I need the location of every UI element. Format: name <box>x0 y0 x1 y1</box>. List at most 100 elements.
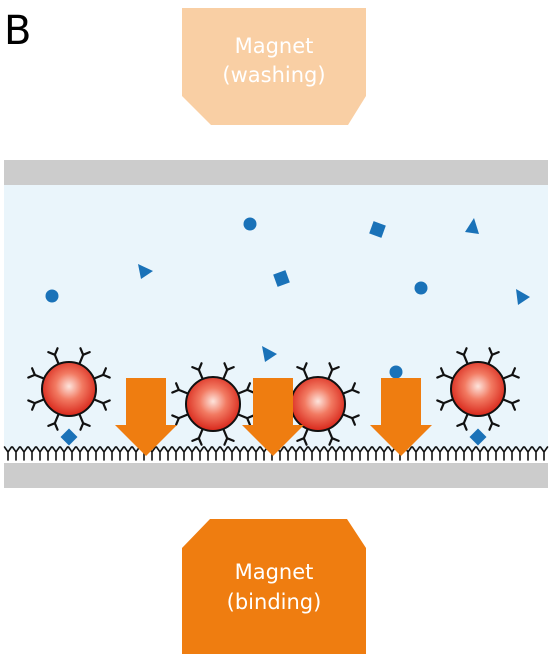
y-antibody-icon <box>291 446 301 461</box>
y-antibody-icon <box>155 446 165 461</box>
circle-analyte-icon <box>45 289 59 303</box>
y-antibody-icon <box>236 382 255 395</box>
bead-core <box>290 376 346 432</box>
y-antibody-icon <box>296 362 309 381</box>
y-antibody-icon <box>83 446 93 461</box>
y-antibody-icon <box>363 446 373 461</box>
y-antibody-icon <box>523 446 533 461</box>
y-antibody-icon <box>222 427 235 446</box>
y-antibody-icon <box>92 398 111 411</box>
y-antibody-icon <box>27 367 46 380</box>
magnetic-bead-icon <box>27 347 111 431</box>
y-antibody-icon <box>436 398 455 411</box>
y-antibody-icon <box>327 427 340 446</box>
y-antibody-icon <box>27 398 46 411</box>
y-antibody-icon <box>456 412 469 431</box>
y-antibody-icon <box>341 382 360 395</box>
y-antibody-icon <box>347 446 357 461</box>
y-antibody-icon <box>339 446 349 461</box>
panel-label: B <box>4 8 31 54</box>
y-antibody-icon <box>211 446 221 461</box>
surface-antibody-layer <box>3 446 549 461</box>
square-analyte-icon <box>469 428 487 446</box>
square-analyte-icon <box>369 221 386 238</box>
y-antibody-icon <box>19 446 29 461</box>
y-antibody-icon <box>483 446 493 461</box>
y-antibody-icon <box>171 446 181 461</box>
y-antibody-icon <box>203 446 213 461</box>
y-antibody-icon <box>323 446 333 461</box>
y-antibody-icon <box>327 362 340 381</box>
circle-analyte-icon <box>414 281 428 295</box>
down-arrow-icon <box>370 378 432 456</box>
y-antibody-icon <box>195 446 205 461</box>
y-antibody-icon <box>451 446 461 461</box>
y-antibody-icon <box>539 446 549 461</box>
y-antibody-icon <box>243 446 253 461</box>
free-analytes <box>45 217 530 379</box>
channel-bottom-wall <box>4 463 548 488</box>
square-analyte-icon <box>273 270 290 287</box>
y-antibody-icon <box>296 427 309 446</box>
square-analyte-icon <box>60 428 78 446</box>
y-antibody-icon <box>179 446 189 461</box>
channel-top-wall <box>4 160 548 185</box>
y-antibody-icon <box>379 446 389 461</box>
y-antibody-icon <box>475 446 485 461</box>
y-antibody-icon <box>222 362 235 381</box>
y-antibody-icon <box>487 412 500 431</box>
y-antibody-icon <box>35 446 45 461</box>
y-antibody-icon <box>501 367 520 380</box>
y-antibody-icon <box>78 412 91 431</box>
y-antibody-icon <box>236 413 255 426</box>
bead-core <box>450 361 506 417</box>
y-antibody-icon <box>531 446 541 461</box>
y-antibody-icon <box>435 446 445 461</box>
y-antibody-icon <box>331 446 341 461</box>
y-antibody-icon <box>443 446 453 461</box>
y-antibody-icon <box>187 446 197 461</box>
circle-analyte-icon <box>243 217 257 231</box>
y-antibody-icon <box>107 446 117 461</box>
y-antibody-icon <box>419 446 429 461</box>
down-arrow-icon <box>242 378 304 456</box>
y-antibody-icon <box>235 446 245 461</box>
y-antibody-icon <box>47 347 60 366</box>
y-antibody-icon <box>99 446 109 461</box>
y-antibody-icon <box>507 446 517 461</box>
y-antibody-icon <box>227 446 237 461</box>
magnetic-bead-icon <box>436 347 520 431</box>
y-antibody-icon <box>171 382 190 395</box>
triangle-analyte-icon <box>465 218 479 234</box>
y-antibody-icon <box>11 446 21 461</box>
y-antibody-icon <box>3 446 13 461</box>
y-antibody-icon <box>131 446 141 461</box>
y-antibody-icon <box>499 446 509 461</box>
y-antibody-icon <box>43 446 53 461</box>
bound-analytes <box>60 428 487 446</box>
y-antibody-icon <box>251 446 261 461</box>
y-antibody-icon <box>123 446 133 461</box>
y-antibody-icon <box>92 367 111 380</box>
magnetic-beads <box>27 347 520 446</box>
triangle-analyte-icon <box>516 289 530 305</box>
y-antibody-icon <box>371 446 381 461</box>
y-antibody-icon <box>67 446 77 461</box>
down-arrow-icon <box>115 378 177 456</box>
y-antibody-icon <box>115 446 125 461</box>
washing-magnet-title: Magnet <box>235 34 314 58</box>
y-antibody-icon <box>456 347 469 366</box>
y-antibody-icon <box>307 446 317 461</box>
circle-analyte-icon <box>389 365 403 379</box>
y-antibody-icon <box>91 446 101 461</box>
y-antibody-icon <box>515 446 525 461</box>
y-antibody-icon <box>467 446 477 461</box>
binding-magnet-subtitle: (binding) <box>227 590 322 614</box>
y-antibody-icon <box>427 446 437 461</box>
y-antibody-icon <box>436 367 455 380</box>
bead-core <box>41 361 97 417</box>
y-antibody-icon <box>171 413 190 426</box>
y-antibody-icon <box>341 413 360 426</box>
y-antibody-icon <box>59 446 69 461</box>
